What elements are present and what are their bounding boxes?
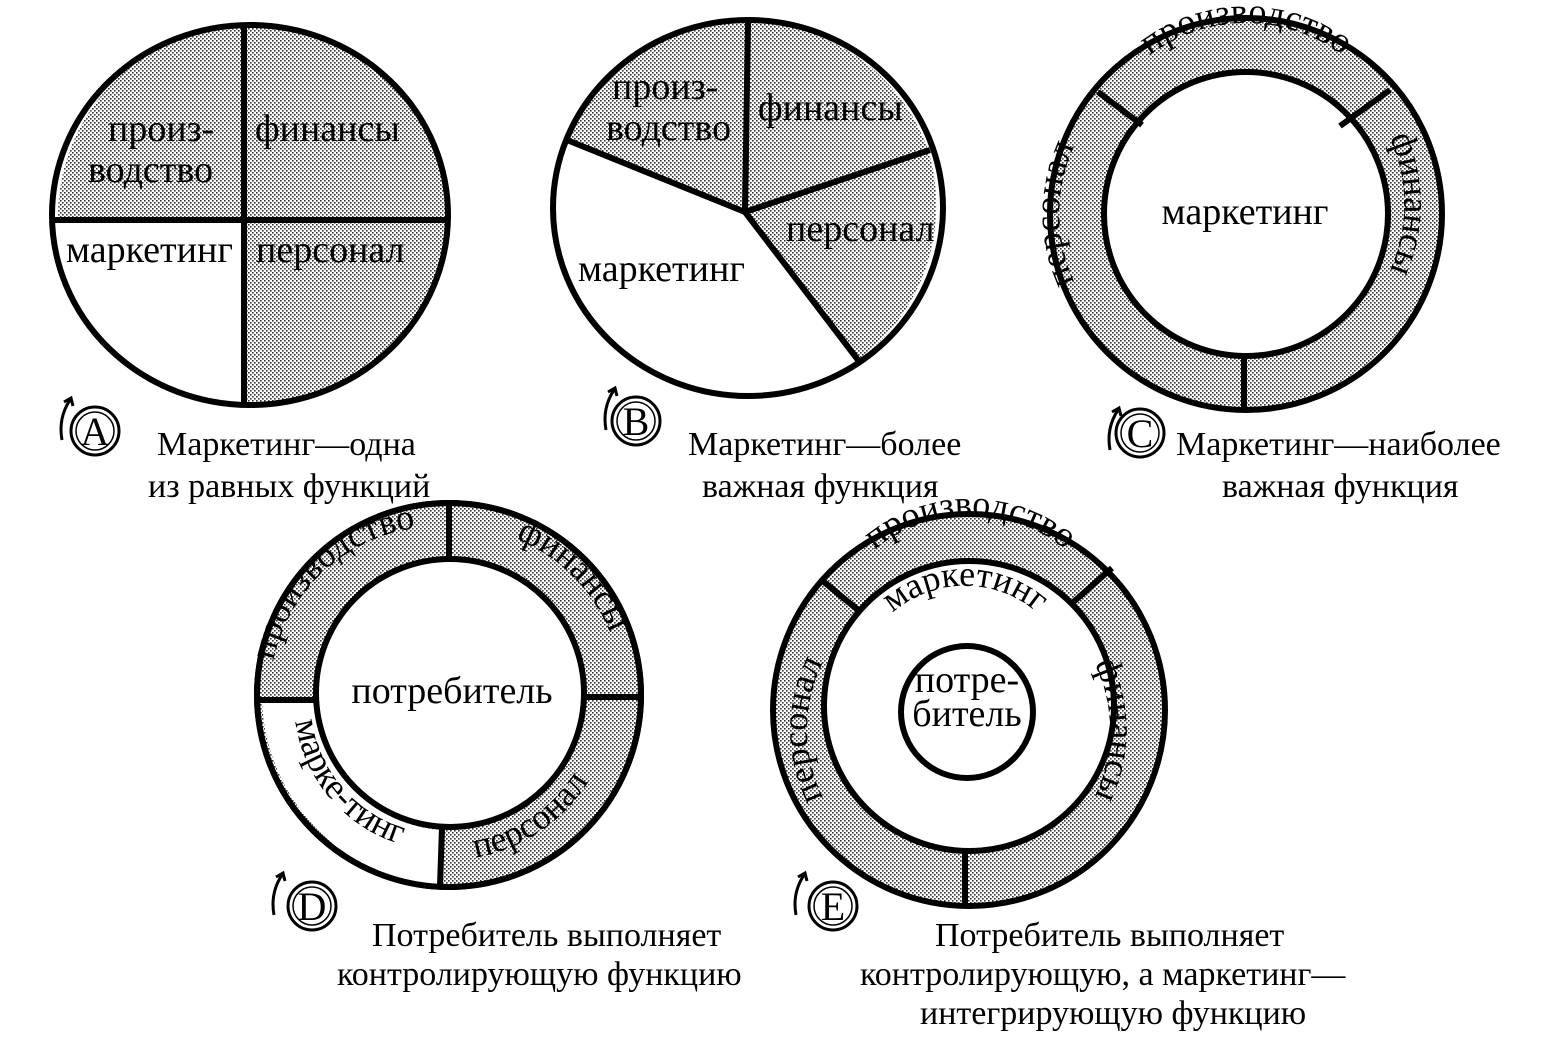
label-finance: финансы [758, 87, 903, 129]
divider-finance [742, 21, 751, 213]
badge-letter: D [298, 884, 327, 929]
center-circle [898, 643, 1036, 781]
label-production-1: произ- [612, 66, 718, 108]
caption-line-1: Маркетинг—одна [157, 426, 416, 463]
segment-personnel [745, 150, 937, 360]
label-personnel: персонал [256, 229, 405, 271]
rotation-arrow-icon [603, 385, 619, 431]
segment-finance [244, 24, 449, 220]
label-finance: финансы [255, 108, 400, 150]
diagram-b: произ- водство финансы маркетинг персона… [550, 17, 961, 505]
divider-personnel [744, 147, 931, 215]
label-personnel: персонал [786, 208, 935, 250]
label-marketing: маркетинг [66, 229, 233, 271]
caption-line-2: из равных функций [148, 468, 430, 505]
caption-line-2: контролирующую функцию [337, 956, 742, 993]
caption-line-2: контролирующую, а маркетинг— [860, 956, 1346, 993]
badge-c: C [1107, 405, 1166, 459]
caption-line-1: Потребитель выполняет [372, 917, 721, 954]
label-production-2: водство [88, 149, 213, 191]
divider-marketing [742, 210, 861, 362]
badge-d: D [271, 870, 338, 932]
label-center: потребитель [351, 670, 552, 712]
badge-b: B [603, 385, 662, 447]
divider-production [565, 137, 747, 215]
diagram-a: произ- водство финансы маркетинг персона… [49, 22, 451, 505]
badge-a: A [59, 395, 121, 457]
badge-letter: E [821, 884, 845, 929]
label-marketing: маркетинг [578, 248, 745, 290]
segment-marketing [58, 220, 244, 405]
rotation-arrow-icon [793, 870, 809, 916]
segment-personnel [244, 220, 448, 406]
segment-marketing [262, 700, 442, 886]
diagram-e: производство финансы персонал маркетинг … [770, 483, 1346, 1032]
caption-line-1: Маркетинг—более [688, 426, 961, 463]
rotation-arrow-icon [1107, 405, 1123, 451]
diagram-c: производство финансы персонал маркетинг … [1027, 0, 1501, 505]
label-center: маркетинг [1162, 191, 1329, 233]
divider-2 [1338, 87, 1392, 129]
badge-e: E [793, 870, 859, 932]
badge-letter: A [81, 409, 110, 454]
label-production-1: произ- [108, 108, 214, 150]
diagram-d: производство финансы персонал марке-тинг… [242, 496, 741, 993]
rotation-arrow-icon [271, 870, 287, 916]
caption-line-1: Потребитель выполняет [935, 917, 1284, 954]
label-center-2: битель [912, 693, 1021, 735]
segment-marketing [556, 140, 858, 395]
badge-letter: B [623, 399, 650, 444]
label-center-1: потре- [915, 659, 1019, 701]
segment-production [567, 21, 748, 212]
circle-outline [550, 17, 946, 399]
segment-production [57, 25, 244, 220]
divider-2 [1068, 565, 1114, 608]
caption-line-1: Маркетинг—наиболее [1176, 426, 1501, 463]
circle-outline [49, 22, 451, 408]
rotation-arrow-icon [59, 395, 75, 441]
caption-line-2: важная функция [702, 468, 939, 505]
caption-line-2: важная функция [1222, 468, 1459, 505]
caption-line-3: интегрирующую функцию [920, 995, 1306, 1032]
label-production-2: водство [606, 107, 731, 149]
divider-1 [1096, 89, 1144, 128]
divider-3 [437, 827, 445, 887]
divider-1 [822, 579, 860, 613]
badge-letter: C [1127, 411, 1154, 456]
